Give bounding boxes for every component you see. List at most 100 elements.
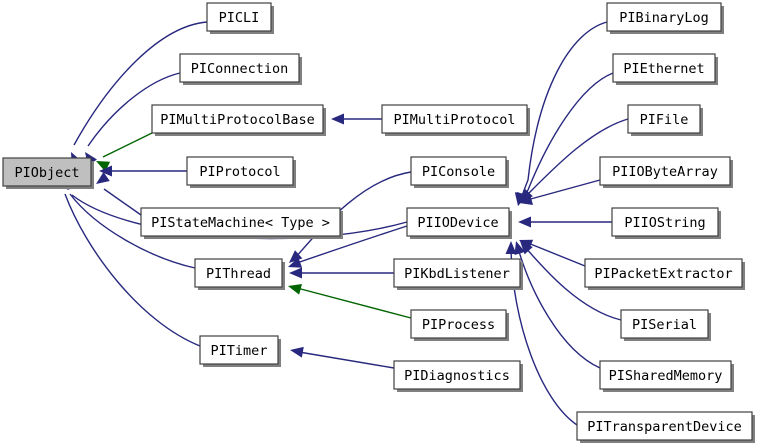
- class-node-box[interactable]: [620, 309, 709, 339]
- edge-pifile-piiodevice-arrowhead: [520, 188, 533, 202]
- class-node-label: PIMultiProtocol: [394, 112, 516, 128]
- edge-piconnection-piobject-line: [87, 72, 181, 147]
- class-node-label: PITransparentDevice: [587, 419, 741, 435]
- class-node-label: PIStateMachine< Type >: [151, 215, 330, 231]
- edge-piconsole-pithread: [289, 171, 412, 263]
- edge-pitransparentdevice-device-arrowhead: [505, 241, 517, 254]
- class-node-picli[interactable]: PICLI: [206, 2, 274, 34]
- class-node-label: PIMultiProtocolBase: [160, 112, 314, 128]
- class-node-box[interactable]: [140, 207, 341, 237]
- class-node-label: PISharedMemory: [609, 368, 723, 384]
- class-node-box[interactable]: [576, 411, 753, 441]
- class-node-pipacketextractor[interactable]: PIPacketExtractor: [584, 258, 745, 290]
- edge-pipacketextractor-piiodevice-line: [527, 242, 586, 267]
- class-node-label: PISerial: [632, 317, 697, 333]
- class-node-box[interactable]: [599, 360, 732, 390]
- edge-piprocess-pithread-line: [296, 287, 412, 319]
- edge-piiostring-piiodevice-arrowhead: [518, 216, 531, 228]
- class-node-label: PIFile: [640, 112, 689, 128]
- edge-piiobytearray-piiodevice: [519, 179, 601, 205]
- edge-piiodevice-pithread-arrowhead: [288, 257, 303, 268]
- class-node-pithread[interactable]: PIThread: [194, 258, 285, 290]
- class-node-pimultiprotocolbase[interactable]: PIMultiProtocolBase: [151, 104, 326, 136]
- class-node-label: PIConnection: [191, 61, 289, 77]
- class-node-pifile[interactable]: PIFile: [627, 104, 703, 136]
- class-node-box[interactable]: [584, 258, 743, 288]
- edge-pibinarylog-piiodevice-line: [519, 21, 608, 202]
- class-node-box[interactable]: [194, 258, 283, 288]
- class-node-box[interactable]: [599, 156, 731, 186]
- class-node-box[interactable]: [393, 360, 521, 390]
- class-node-label: PIObject: [14, 165, 79, 181]
- class-node-box[interactable]: [199, 335, 279, 365]
- class-node-piiostring[interactable]: PIIOString: [611, 207, 721, 239]
- class-node-box[interactable]: [393, 258, 521, 288]
- class-node-label: PIConsole: [422, 164, 495, 180]
- class-node-pitransparentdevice[interactable]: PITransparentDevice: [576, 411, 755, 443]
- class-node-label: PIEthernet: [623, 61, 704, 77]
- class-node-piserial[interactable]: PISerial: [620, 309, 711, 341]
- edge-piiostring-piiodevice: [518, 216, 612, 228]
- edge-pithread-piobject-line: [69, 193, 196, 269]
- edge-pidiagnostics-pitimer-line: [298, 351, 395, 369]
- class-node-box[interactable]: [612, 53, 716, 83]
- class-node-piiodevice[interactable]: PIIODevice: [406, 207, 512, 239]
- edge-piserial-piiodevice: [520, 241, 622, 321]
- edge-picli-piobject-line: [73, 21, 208, 146]
- class-node-label: PIProcess: [422, 317, 495, 333]
- class-node-box[interactable]: [406, 207, 510, 237]
- class-node-box[interactable]: [381, 104, 528, 134]
- class-node-label: PIIOString: [624, 215, 705, 231]
- class-node-pisharedmemory[interactable]: PISharedMemory: [599, 360, 734, 392]
- class-node-box[interactable]: [410, 309, 507, 339]
- edge-piserial-piiodevice-arrowhead: [520, 241, 533, 255]
- class-node-piobject[interactable]: PIObject: [2, 157, 94, 189]
- edge-piethernet-piiodevice: [516, 72, 614, 206]
- edge-piprotocol-piobject: [99, 165, 187, 177]
- class-node-piprocess[interactable]: PIProcess: [410, 309, 509, 341]
- edge-piprocess-pithread: [288, 284, 412, 319]
- edge-pidiagnostics-pitimer-arrowhead: [290, 346, 304, 358]
- class-node-box[interactable]: [179, 53, 300, 83]
- edge-pistatemachine-piobject-line: [103, 188, 142, 216]
- class-node-label: PITimer: [211, 343, 268, 359]
- edge-pimultiprotocolbase-piobject: [96, 132, 153, 172]
- class-node-pimultiprotocol[interactable]: PIMultiProtocol: [381, 104, 530, 136]
- class-node-box[interactable]: [606, 2, 722, 32]
- class-node-piiobytearray[interactable]: PIIOByteArray: [599, 156, 733, 188]
- edge-piiobytearray-piiodevice-line: [526, 179, 601, 201]
- edge-pikbdlistener-pithread: [289, 267, 394, 279]
- class-node-box[interactable]: [206, 2, 272, 32]
- edge-pidiagnostics-pitimer: [290, 346, 395, 369]
- class-node-box[interactable]: [410, 156, 507, 186]
- class-node-box[interactable]: [611, 207, 719, 237]
- edge-pifile-piiodevice: [520, 118, 629, 202]
- class-node-piethernet[interactable]: PIEthernet: [612, 53, 718, 85]
- class-node-piconsole[interactable]: PIConsole: [410, 156, 509, 188]
- edge-piprocess-pithread-arrowhead: [288, 284, 302, 295]
- class-node-piconnection[interactable]: PIConnection: [179, 53, 302, 85]
- class-node-pidiagnostics[interactable]: PIDiagnostics: [393, 360, 523, 392]
- class-node-pistatemachine[interactable]: PIStateMachine< Type >: [140, 207, 343, 239]
- class-node-piprotocol[interactable]: PIProtocol: [186, 156, 296, 188]
- class-node-pibinarylog[interactable]: PIBinaryLog: [606, 2, 724, 34]
- class-node-pikbdlistener[interactable]: PIKbdListener: [393, 258, 523, 290]
- edge-pimultiprotocolbase-piobject-line: [102, 132, 153, 158]
- class-node-box[interactable]: [2, 157, 92, 187]
- edge-pikbdlistener-pithread-arrowhead: [289, 267, 302, 279]
- class-node-pitimer[interactable]: PITimer: [199, 335, 281, 367]
- edge-pistatemachine-piobject: [96, 172, 142, 216]
- class-node-box[interactable]: [151, 104, 324, 134]
- class-node-label: PIKbdListener: [404, 266, 510, 282]
- class-node-label: PIThread: [206, 266, 271, 282]
- class-node-label: PIDiagnostics: [404, 368, 510, 384]
- edge-pistatemachine-piobject-arrowhead: [96, 172, 110, 184]
- class-node-box[interactable]: [186, 156, 294, 186]
- edge-pisharedmemory-piiodevice-arrowhead: [514, 241, 526, 256]
- edge-piiodevice-pithread: [288, 225, 408, 268]
- class-node-box[interactable]: [627, 104, 701, 134]
- class-node-label: PIPacketExtractor: [594, 266, 732, 282]
